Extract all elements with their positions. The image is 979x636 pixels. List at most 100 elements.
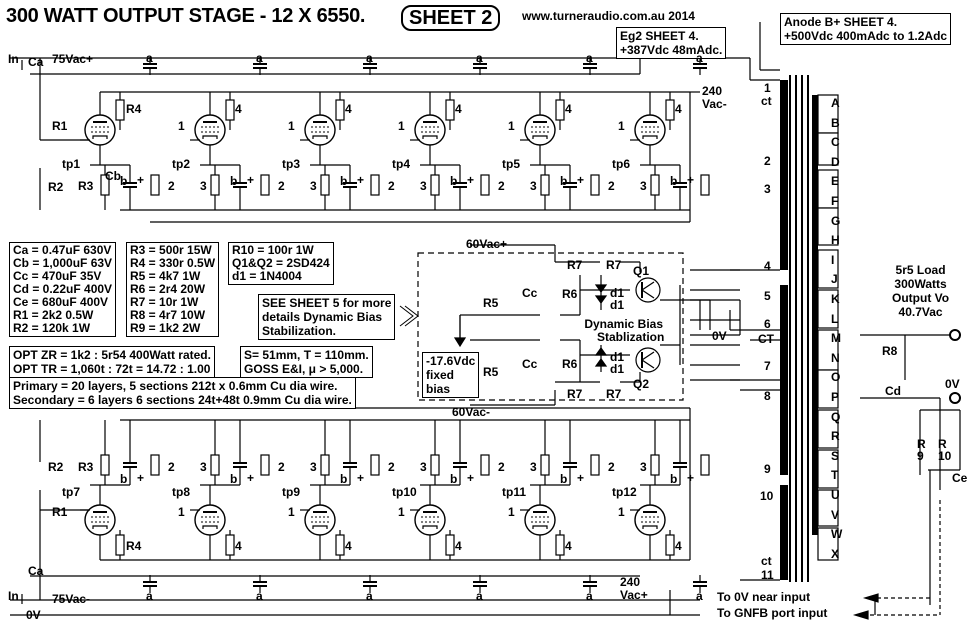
see-sheet5-line-1: SEE SHEET 5 for more bbox=[262, 296, 392, 310]
q2-label: Q2 bbox=[633, 377, 650, 391]
n4-top-3: 4 bbox=[345, 102, 352, 116]
secondary-tap-21: U bbox=[831, 488, 840, 502]
part-r7: R7 = 10r 1W bbox=[130, 295, 199, 309]
n1-bottom-5: 1 bbox=[508, 505, 515, 519]
tp-top-2: tp2 bbox=[172, 157, 190, 171]
n1-top-2: 1 bbox=[178, 119, 185, 133]
d1-d-label: d1 bbox=[610, 362, 625, 376]
secondary-tap-22: V bbox=[831, 507, 840, 522]
secondary-tap-8: H bbox=[831, 233, 840, 248]
secondary-tap-6: F bbox=[831, 194, 839, 208]
r9-line-1: R bbox=[917, 437, 926, 451]
winding-note: Primary = 20 layers, 5 sections 212t x 0… bbox=[9, 377, 356, 409]
r3-top-6 bbox=[650, 174, 660, 196]
core-size: S= 51mm, T = 110mm. bbox=[244, 348, 369, 362]
tp-bottom-5: tp11 bbox=[502, 485, 527, 499]
primary-pin-9: 7 bbox=[764, 359, 771, 373]
r4-bottom-1 bbox=[115, 534, 125, 556]
label-plus-top-4: + bbox=[467, 173, 475, 187]
n1-top-3: 1 bbox=[288, 119, 295, 133]
r10-line-1: R bbox=[938, 437, 947, 451]
primary-pin-2: ct bbox=[761, 94, 772, 108]
v60-top-label: 60Vac+ bbox=[466, 237, 508, 251]
r2-bottom-3 bbox=[370, 454, 380, 476]
n3-bottom-3: 3 bbox=[310, 460, 317, 474]
r3-top-4 bbox=[430, 174, 440, 196]
label-a-top-5: a bbox=[586, 51, 593, 65]
n1-top-6: 1 bbox=[618, 119, 625, 133]
primary-pin-12: 10 bbox=[760, 489, 774, 503]
secondary-tap-23: W bbox=[831, 527, 843, 542]
v240-top-label: 240 Vac- bbox=[702, 85, 727, 111]
see-sheet5-line-2: details Dynamic Bias bbox=[262, 310, 383, 324]
label-b-bottom-1: b bbox=[120, 472, 128, 486]
r2-top-5 bbox=[590, 174, 600, 196]
n2-top-2: 2 bbox=[168, 179, 175, 193]
r4-top-2 bbox=[225, 99, 235, 121]
r2-bottom-4 bbox=[480, 454, 490, 476]
d1-b-label: d1 bbox=[610, 298, 625, 312]
n1-bottom-4: 1 bbox=[398, 505, 405, 519]
primary-pin-1: 1 bbox=[764, 81, 771, 95]
r1-top-label: R1 bbox=[52, 119, 68, 133]
label-plus-top-6: + bbox=[687, 173, 695, 187]
r2-top-4 bbox=[480, 174, 490, 196]
load-line-2: 300Watts bbox=[894, 277, 947, 291]
r4-top-6 bbox=[665, 99, 675, 121]
r2-top-2 bbox=[260, 174, 270, 196]
secondary-winding: Secondary = 6 layers 6 sections 24t+48t … bbox=[13, 393, 352, 407]
core-note: S= 51mm, T = 110mm. GOSS E&I, μ > 5,000. bbox=[240, 346, 373, 378]
tp-bottom-4: tp10 bbox=[392, 485, 417, 499]
n2-bottom-4: 2 bbox=[388, 460, 395, 474]
primary-pin-13: ct bbox=[761, 554, 772, 568]
d1-a-label: d1 bbox=[610, 286, 625, 300]
primary-pin-8: CT bbox=[758, 332, 774, 346]
r4-bottom-3 bbox=[335, 534, 345, 556]
label-b-top-4: b bbox=[450, 174, 458, 188]
tp-bottom-6: tp12 bbox=[612, 485, 637, 499]
bias-line-2: fixed bbox=[426, 368, 455, 382]
r2-top-3 bbox=[370, 174, 380, 196]
secondary-tap-19: S bbox=[831, 448, 840, 463]
n1-top-4: 1 bbox=[398, 119, 405, 133]
label-b-top-2: b bbox=[230, 174, 238, 188]
label-plus-top-5: + bbox=[577, 173, 585, 187]
part-cb: Cb = 1,000uF 63V bbox=[13, 256, 113, 270]
secondary-tap-1: A bbox=[831, 96, 840, 110]
part-cd: Cd = 0.22uF 400V bbox=[13, 282, 113, 296]
n4-top-2: 4 bbox=[235, 102, 242, 116]
tp-top-5: tp5 bbox=[502, 157, 520, 171]
secondary-tap-17: Q bbox=[831, 409, 841, 424]
part-r4: R4 = 330r 0.5W bbox=[130, 256, 216, 270]
load-line-3: Output Vo bbox=[892, 291, 950, 305]
opt-zr: OPT ZR = 1k2 : 5r54 400Watt rated. bbox=[13, 348, 211, 362]
primary-pin-10: 8 bbox=[764, 389, 771, 403]
v240-top-line-1: 240 bbox=[702, 84, 723, 98]
part-r8: R8 = 4r7 10W bbox=[130, 308, 206, 322]
label-plus-bottom-5: + bbox=[577, 471, 585, 485]
secondary-tap-4: D bbox=[831, 154, 840, 169]
secondary-tap-15: O bbox=[831, 370, 841, 385]
n2-bottom-6: 2 bbox=[608, 460, 615, 474]
top-in-label: In bbox=[8, 52, 19, 66]
r3-bottom-2 bbox=[210, 454, 220, 476]
r9-line-2: 9 bbox=[917, 449, 924, 463]
r3-bottom-label: R3 bbox=[78, 460, 94, 474]
bottom-ca-label: Ca bbox=[28, 564, 44, 578]
n4-bottom-4: 4 bbox=[455, 539, 462, 553]
n3-bottom-4: 3 bbox=[420, 460, 427, 474]
tp-top-1: tp1 bbox=[62, 157, 80, 171]
secondary-tap-24: X bbox=[831, 546, 840, 561]
primary-pin-4: 3 bbox=[764, 182, 771, 196]
n4-bottom-6: 4 bbox=[675, 539, 682, 553]
n1-top-5: 1 bbox=[508, 119, 515, 133]
parts-col-3: R10 = 100r 1W Q1&Q2 = 2SD424 d1 = 1N4004 bbox=[228, 242, 334, 285]
label-plus-top-1: + bbox=[137, 173, 145, 187]
r7-bottom-left-label: R7 bbox=[567, 387, 583, 401]
q1-label: Q1 bbox=[633, 264, 650, 278]
cc-bottom-label: Cc bbox=[522, 357, 538, 371]
n1-bottom-3: 1 bbox=[288, 505, 295, 519]
zero-volt-out-label: 0V bbox=[945, 377, 960, 391]
page-title: 300 WATT OUTPUT STAGE - 12 X 6550. bbox=[6, 5, 366, 27]
